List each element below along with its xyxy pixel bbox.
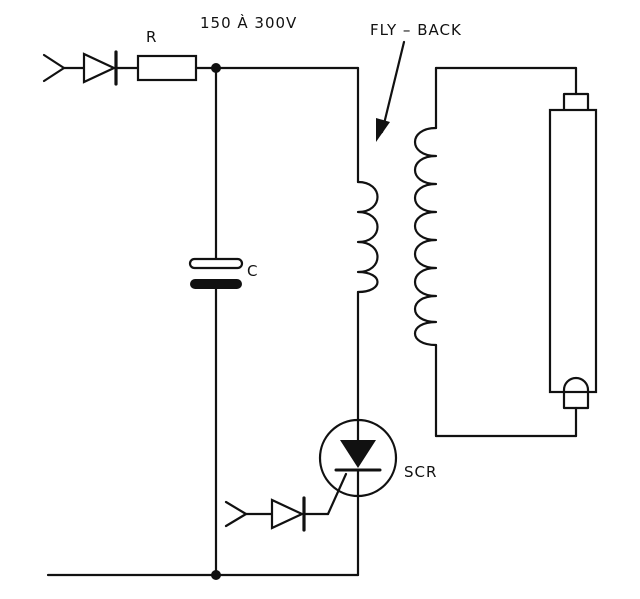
bottom-rail [46, 570, 360, 580]
diode-top [82, 50, 140, 86]
capacitor-plate-upper [188, 257, 244, 270]
diode-gate [270, 496, 330, 532]
tube-body [548, 108, 598, 394]
capacitor-label: C [247, 262, 258, 280]
fluorescent-tube [548, 66, 598, 438]
input-terminal-top [42, 53, 86, 83]
input-terminal-gate [224, 500, 274, 528]
scr-label: SCR [404, 463, 437, 481]
resistor [136, 54, 218, 82]
junction-dot-bottom [211, 570, 221, 580]
capacitor [188, 66, 244, 577]
scr [318, 418, 398, 577]
tube-electrode-bottom [562, 376, 590, 410]
secondary-winding [413, 66, 578, 438]
resistor-label: R [146, 28, 157, 46]
voltage-label: 150 À 300V [200, 13, 297, 32]
top-rail [211, 63, 360, 73]
capacitor-plate-lower [190, 279, 242, 289]
primary-winding [356, 66, 379, 422]
flyback-label: FLY – BACK [370, 21, 462, 39]
flyback-arrow [376, 40, 406, 142]
